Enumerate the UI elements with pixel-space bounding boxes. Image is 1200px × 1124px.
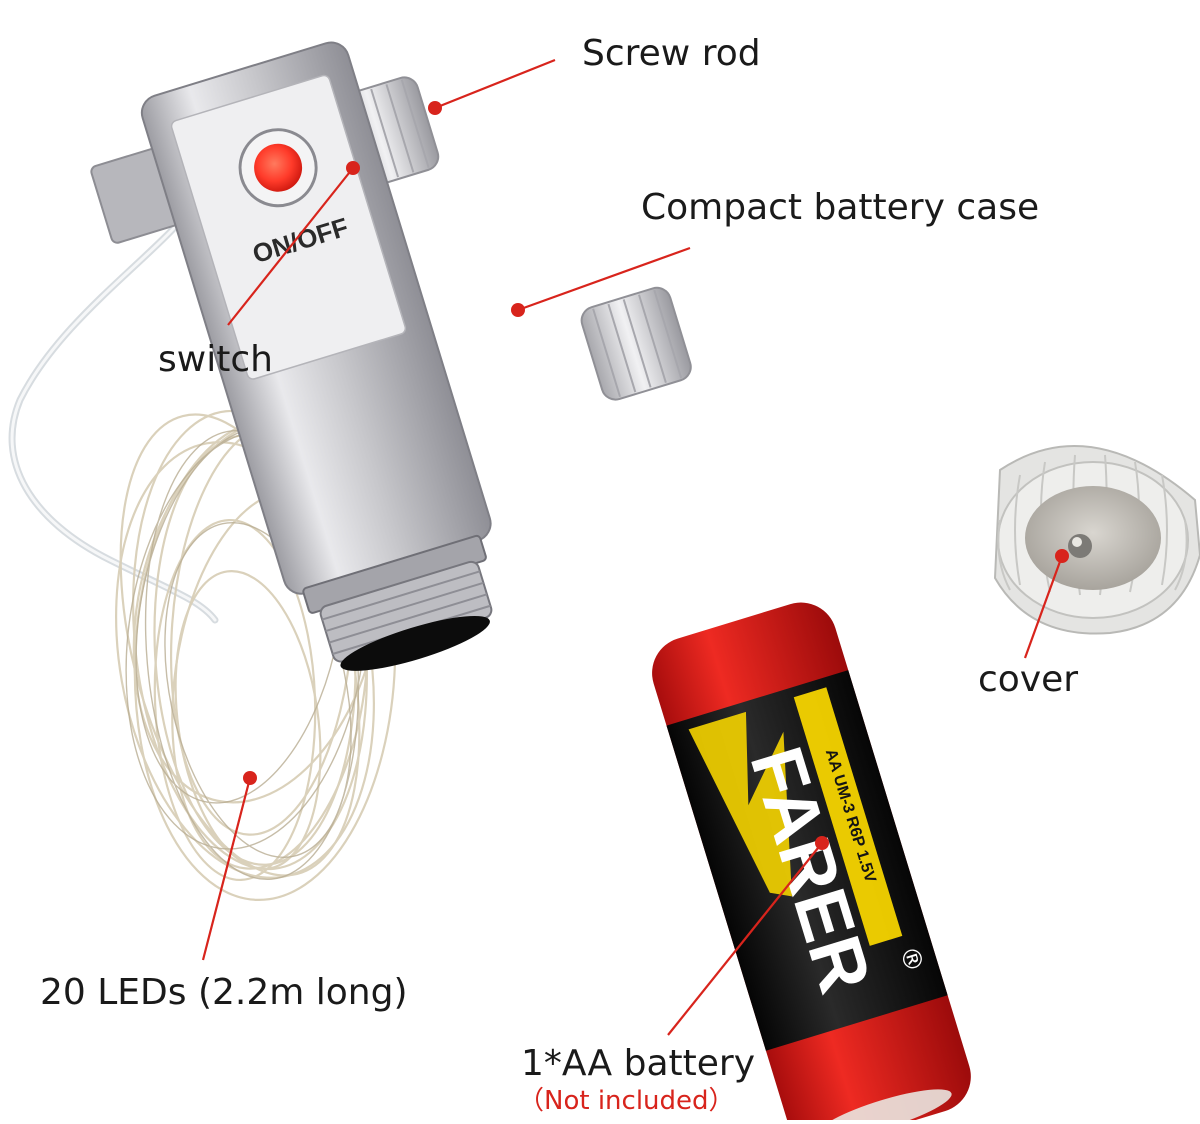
callout-lines xyxy=(201,58,1064,1036)
label-battery: 1*AA battery xyxy=(521,1043,755,1084)
callout-battery-case xyxy=(517,246,691,312)
label-screw-rod: Screw rod xyxy=(582,33,761,74)
cover-cap xyxy=(993,445,1200,635)
callout-battery xyxy=(667,842,823,1036)
callout-switch xyxy=(227,167,354,326)
callout-leds xyxy=(201,777,252,961)
label-switch: switch xyxy=(158,339,273,380)
callout-dots xyxy=(243,101,1069,850)
battery-case: ON/OFF xyxy=(90,41,692,671)
led-wire xyxy=(8,206,219,624)
label-leds: 20 LEDs (2.2m long) xyxy=(40,972,408,1013)
battery-case-thread xyxy=(302,534,493,671)
switch-button xyxy=(238,128,318,208)
label-cover: cover xyxy=(978,659,1079,700)
callout-cover xyxy=(1023,555,1064,659)
callout-screw-rod xyxy=(434,58,556,110)
screw-rod-lower xyxy=(580,286,692,401)
label-battery-case: Compact battery case xyxy=(641,187,1040,228)
label-battery-note: （Not included） xyxy=(518,1086,735,1116)
